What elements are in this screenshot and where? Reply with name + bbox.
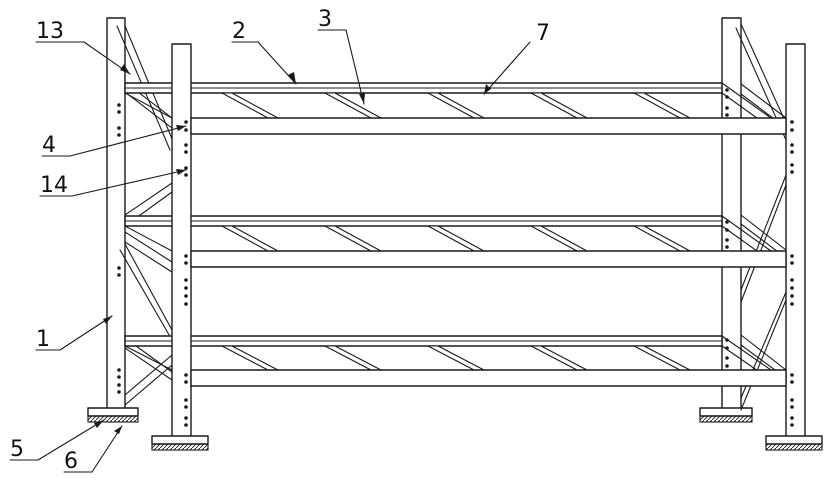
back-left-foot — [88, 408, 138, 422]
right-side-bracing — [736, 24, 790, 410]
label-6: 6 — [64, 449, 78, 474]
front-left-upright — [172, 44, 191, 437]
label-2: 2 — [232, 19, 246, 44]
label-7: 7 — [536, 21, 550, 46]
front-beam-level-1 — [191, 118, 786, 134]
shelf-level-3 — [125, 336, 722, 370]
shelf-level-2 — [125, 216, 722, 251]
shelf-level-1 — [125, 83, 722, 118]
back-left-upright — [107, 18, 125, 414]
label-13: 13 — [36, 19, 64, 44]
front-right-foot — [766, 436, 822, 450]
back-right-upright — [722, 18, 741, 414]
label-1: 1 — [36, 327, 50, 352]
front-beam-level-2 — [191, 251, 786, 267]
front-left-foot — [152, 436, 208, 450]
label-4: 4 — [42, 133, 56, 158]
back-right-foot — [700, 408, 752, 422]
cross-bars-level-1 — [222, 93, 690, 118]
label-5: 5 — [10, 437, 24, 462]
label-14: 14 — [40, 173, 68, 198]
back-left-holes — [117, 103, 121, 394]
front-beam-level-3 — [191, 370, 786, 386]
front-right-upright — [786, 44, 805, 437]
label-3: 3 — [318, 7, 332, 32]
